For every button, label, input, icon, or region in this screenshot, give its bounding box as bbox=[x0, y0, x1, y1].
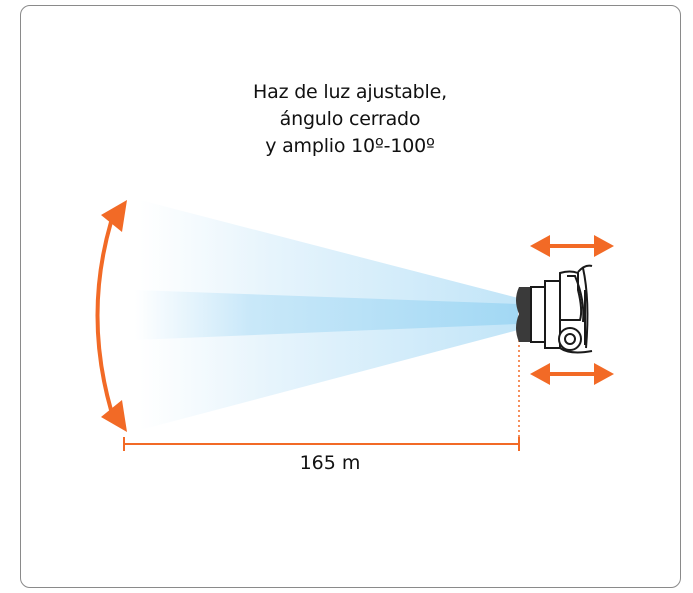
narrow-beam bbox=[135, 290, 518, 340]
horizontal-double-arrow-icon bbox=[530, 235, 614, 257]
caption-line-2: ángulo cerrado bbox=[279, 108, 421, 130]
distance-line bbox=[123, 340, 520, 451]
beam-caption: Haz de luz ajustable, ángulo cerrado y a… bbox=[200, 79, 500, 160]
horizontal-double-arrow-icon bbox=[530, 363, 614, 385]
headlamp-icon bbox=[516, 264, 593, 354]
caption-line-3: y amplio 10º-100º bbox=[265, 135, 435, 157]
caption-line-1: Haz de luz ajustable, bbox=[253, 81, 447, 103]
curved-double-arrow-icon bbox=[95, 200, 127, 432]
distance-label: 165 m bbox=[299, 452, 361, 474]
